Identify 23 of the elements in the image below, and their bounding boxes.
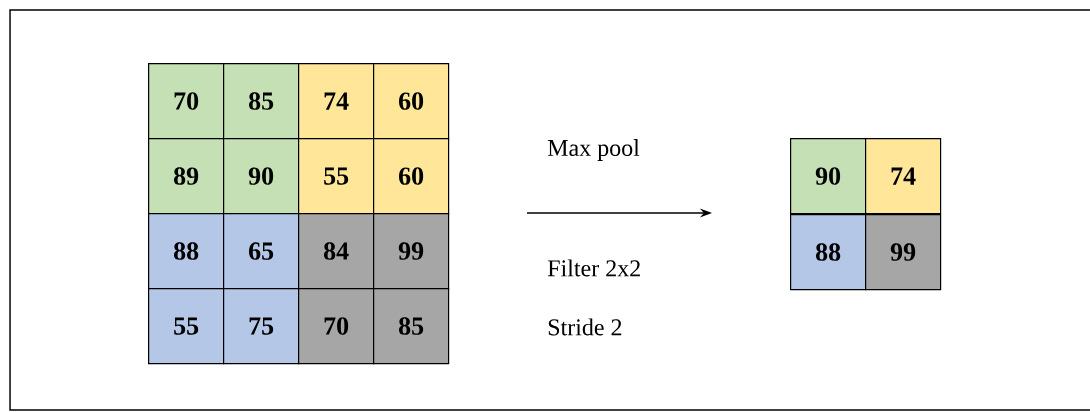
grid-cell: 85 — [223, 63, 300, 140]
grid-cell: 60 — [373, 63, 450, 140]
grid-cell: 74 — [298, 63, 375, 140]
grid-cell: 70 — [298, 288, 375, 365]
label-text: Filter 2x2 — [547, 259, 640, 277]
grid-cell: 65 — [223, 213, 300, 290]
grid-cell: 75 — [223, 288, 300, 365]
grid-cell: 85 — [373, 288, 450, 365]
grid-cell: 99 — [865, 214, 942, 291]
grid-cell: 84 — [298, 213, 375, 290]
grid-cell: 55 — [298, 138, 375, 215]
label-text: Stride 2 — [548, 318, 622, 336]
label-text: Max pool — [547, 139, 640, 161]
grid-cell: 88 — [790, 214, 867, 291]
grid-cell: 99 — [373, 213, 450, 290]
grid-cell: 89 — [148, 138, 225, 215]
grid-cell: 74 — [865, 138, 942, 215]
grid-cell: 88 — [148, 213, 225, 290]
grid-cell: 90 — [223, 138, 300, 215]
grid-cell: 60 — [373, 138, 450, 215]
grid-cell: 70 — [148, 63, 225, 140]
grid-cell: 55 — [148, 288, 225, 365]
grid-cell: 90 — [790, 138, 867, 215]
